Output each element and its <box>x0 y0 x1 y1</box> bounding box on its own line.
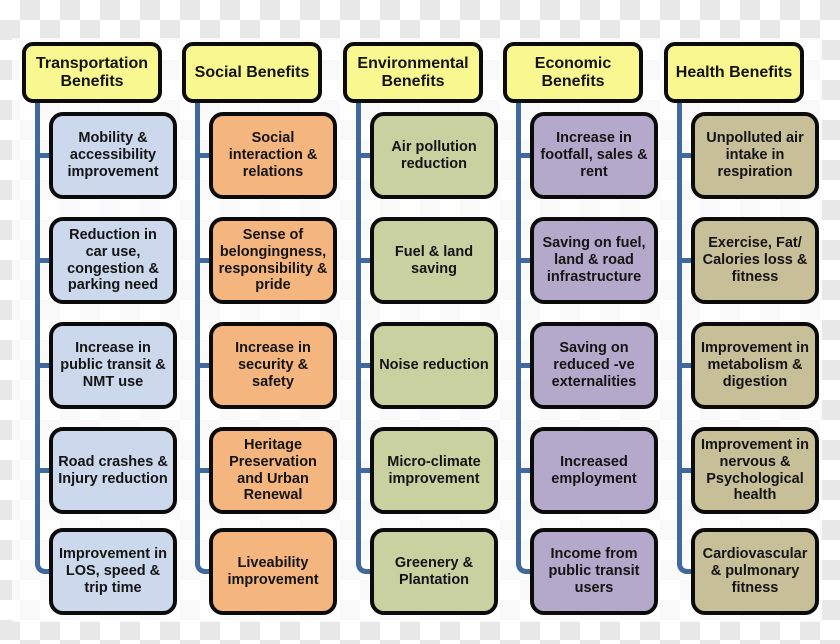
connector-line <box>356 258 374 263</box>
connector-line <box>35 103 40 512</box>
connector-line <box>516 258 534 263</box>
benefit-label: Improvement in metabolism & digestion <box>701 340 809 390</box>
benefit-box: Improvement in nervous & Psychological h… <box>691 427 819 514</box>
benefit-box: Increase in security & safety <box>209 322 337 409</box>
connector-line <box>195 258 213 263</box>
column-header-label: Health Benefits <box>675 63 793 81</box>
benefit-label: Air pollution reduction <box>391 138 477 172</box>
benefit-label: Road crashes & Injury reduction <box>58 453 168 487</box>
benefit-box: Saving on fuel, land & road infrastructu… <box>530 217 658 304</box>
connector-line <box>516 363 534 368</box>
column-environmental: Environmental Benefits Air pollution red… <box>343 42 503 620</box>
connector-line <box>516 468 534 473</box>
benefit-label: Saving on reduced -ve externalities <box>551 340 637 390</box>
benefit-box: Increase in footfall, sales & rent <box>530 112 658 199</box>
column-health: Health Benefits Unpolluted air intake in… <box>664 42 824 620</box>
column-header: Social Benefits <box>182 42 322 103</box>
benefit-box: Liveability improvement <box>209 528 337 615</box>
benefit-box: Noise reduction <box>370 322 498 409</box>
column-economic: Economic Benefits Increase in footfall, … <box>503 42 663 620</box>
benefit-box: Heritage Preservation and Urban Renewal <box>209 427 337 514</box>
benefit-label: Saving on fuel, land & road infrastructu… <box>542 235 646 285</box>
connector-line <box>677 363 695 368</box>
benefit-label: Heritage Preservation and Urban Renewal <box>229 436 317 504</box>
column-header-label: Environmental Benefits <box>357 54 469 90</box>
benefit-label: Mobility & accessibility improvement <box>67 130 159 180</box>
connector-line <box>195 153 213 158</box>
benefit-label: Cardiovascular & pulmonary fitness <box>702 546 808 596</box>
benefit-box: Exercise, Fat/ Calories loss & fitness <box>691 217 819 304</box>
connector-line <box>677 258 695 263</box>
column-header: Transportation Benefits <box>22 42 162 103</box>
connector-line <box>677 468 695 473</box>
benefit-label: Improvement in nervous & Psychological h… <box>701 436 809 504</box>
benefit-label: Social interaction & relations <box>228 130 318 180</box>
connector-line <box>356 363 374 368</box>
benefit-label: Greenery & Plantation <box>394 554 474 588</box>
benefit-box: Micro-climate improvement <box>370 427 498 514</box>
benefit-box: Fuel & land saving <box>370 217 498 304</box>
benefit-box: Unpolluted air intake in respiration <box>691 112 819 199</box>
benefit-box: Sense of belongingness, responsibility &… <box>209 217 337 304</box>
benefit-box: Saving on reduced -ve externalities <box>530 322 658 409</box>
column-header-label: Social Benefits <box>194 63 310 81</box>
benefit-label: Unpolluted air intake in respiration <box>706 130 804 180</box>
benefit-label: Reduction in car use, congestion & parki… <box>67 226 159 294</box>
benefit-label: Increase in public transit & NMT use <box>60 340 166 390</box>
column-header: Environmental Benefits <box>343 42 483 103</box>
connector-line <box>356 468 374 473</box>
connector-elbow <box>356 512 372 574</box>
benefit-label: Improvement in LOS, speed & trip time <box>59 546 167 596</box>
connector-line <box>35 258 53 263</box>
benefit-label: Increase in security & safety <box>235 340 311 390</box>
column-header: Health Benefits <box>664 42 804 103</box>
benefit-box: Income from public transit users <box>530 528 658 615</box>
benefit-label: Increase in footfall, sales & rent <box>540 130 648 180</box>
benefit-label: Exercise, Fat/ Calories loss & fitness <box>702 235 808 285</box>
connector-line <box>356 153 374 158</box>
connector-elbow <box>677 512 693 574</box>
benefit-label: Micro-climate improvement <box>387 453 481 487</box>
connector-line <box>35 363 53 368</box>
benefit-box: Improvement in LOS, speed & trip time <box>49 528 177 615</box>
column-header-label: Economic Benefits <box>534 54 612 90</box>
benefit-label: Increased employment <box>551 453 637 487</box>
benefit-box: Road crashes & Injury reduction <box>49 427 177 514</box>
connector-line <box>35 468 53 473</box>
benefit-box: Mobility & accessibility improvement <box>49 112 177 199</box>
connector-elbow <box>35 512 51 574</box>
benefit-box: Greenery & Plantation <box>370 528 498 615</box>
column-transportation: Transportation Benefits Mobility & acces… <box>22 42 182 620</box>
benefit-box: Air pollution reduction <box>370 112 498 199</box>
benefit-box: Increased employment <box>530 427 658 514</box>
connector-line <box>195 363 213 368</box>
connector-line <box>195 103 200 512</box>
connector-elbow <box>516 512 532 574</box>
benefit-label: Liveability improvement <box>227 554 319 588</box>
benefit-box: Increase in public transit & NMT use <box>49 322 177 409</box>
connector-line <box>356 103 361 512</box>
benefit-label: Fuel & land saving <box>394 243 474 277</box>
connector-line <box>516 103 521 512</box>
column-header-label: Transportation Benefits <box>35 54 148 90</box>
connector-line <box>195 468 213 473</box>
connector-line <box>516 153 534 158</box>
benefit-label: Sense of belongingness, responsibility &… <box>218 226 328 294</box>
benefit-box: Improvement in metabolism & digestion <box>691 322 819 409</box>
benefit-label: Income from public transit users <box>548 546 640 596</box>
benefit-label: Noise reduction <box>379 357 489 374</box>
connector-line <box>677 153 695 158</box>
benefit-box: Social interaction & relations <box>209 112 337 199</box>
benefit-box: Cardiovascular & pulmonary fitness <box>691 528 819 615</box>
column-social: Social Benefits Social interaction & rel… <box>182 42 342 620</box>
column-header: Economic Benefits <box>503 42 643 103</box>
connector-elbow <box>195 512 211 574</box>
connector-line <box>35 153 53 158</box>
benefit-box: Reduction in car use, congestion & parki… <box>49 217 177 304</box>
connector-line <box>677 103 682 512</box>
